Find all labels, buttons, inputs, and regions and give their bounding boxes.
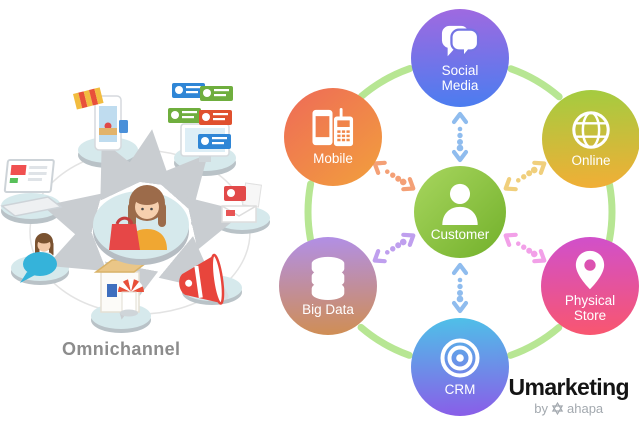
speech-bubbles-icon <box>437 23 483 61</box>
arrow-mobile-customer <box>372 160 416 192</box>
logo-byline-prefix: by <box>534 401 549 416</box>
megaphone-icon <box>179 253 229 305</box>
striped-awning <box>118 278 144 292</box>
hexagram-star-icon <box>551 402 564 415</box>
review-card <box>198 134 231 149</box>
node-label: Social Media <box>441 62 479 93</box>
node-label: Mobile <box>313 151 353 167</box>
target-icon <box>438 336 482 380</box>
person-icon <box>437 181 483 226</box>
review-card <box>168 108 201 123</box>
arrow-bigdata-customer <box>372 232 416 264</box>
location-pin-icon <box>573 249 607 291</box>
logo-byline-name: ahapa <box>567 401 604 416</box>
node-label: Physical Store <box>564 292 616 323</box>
logo-brand-text: Umarketing <box>508 374 629 400</box>
umarketing-logo: Umarketing by ahapa <box>508 374 629 417</box>
node-crm: CRM <box>411 318 509 416</box>
arrow-crm-customer <box>451 262 469 314</box>
arrow-online-customer <box>503 160 547 192</box>
mobile-store-icon <box>73 87 128 151</box>
node-customer: Customer <box>414 166 506 258</box>
node-online: Online <box>542 90 639 188</box>
node-label: Big Data <box>302 302 354 318</box>
support-agent-icon <box>20 233 57 283</box>
node-label: CRM <box>444 382 476 398</box>
node-social-media: Social Media <box>411 9 509 107</box>
logo-byline: by ahapa <box>508 401 629 416</box>
mobile-devices-icon <box>309 107 357 149</box>
node-physical-store: Physical Store <box>541 237 639 335</box>
arrow-physical-customer <box>503 232 547 264</box>
review-card <box>172 83 205 98</box>
node-label: Online <box>571 153 611 169</box>
laptop-icon <box>0 159 63 217</box>
email-icon <box>221 182 263 223</box>
review-card <box>199 110 232 125</box>
globe-icon <box>570 109 612 151</box>
reviews-monitor-icon <box>168 83 233 162</box>
node-label: Customer <box>430 227 490 243</box>
omnichannel-caption: Omnichannel <box>62 339 181 359</box>
shopper-icon <box>93 185 189 265</box>
database-icon <box>308 254 348 301</box>
review-card <box>200 86 233 101</box>
node-mobile: Mobile <box>284 88 382 186</box>
node-big-data: Big Data <box>279 237 377 335</box>
arrow-social-customer <box>451 111 469 163</box>
omnichannel-illustration <box>0 83 270 333</box>
